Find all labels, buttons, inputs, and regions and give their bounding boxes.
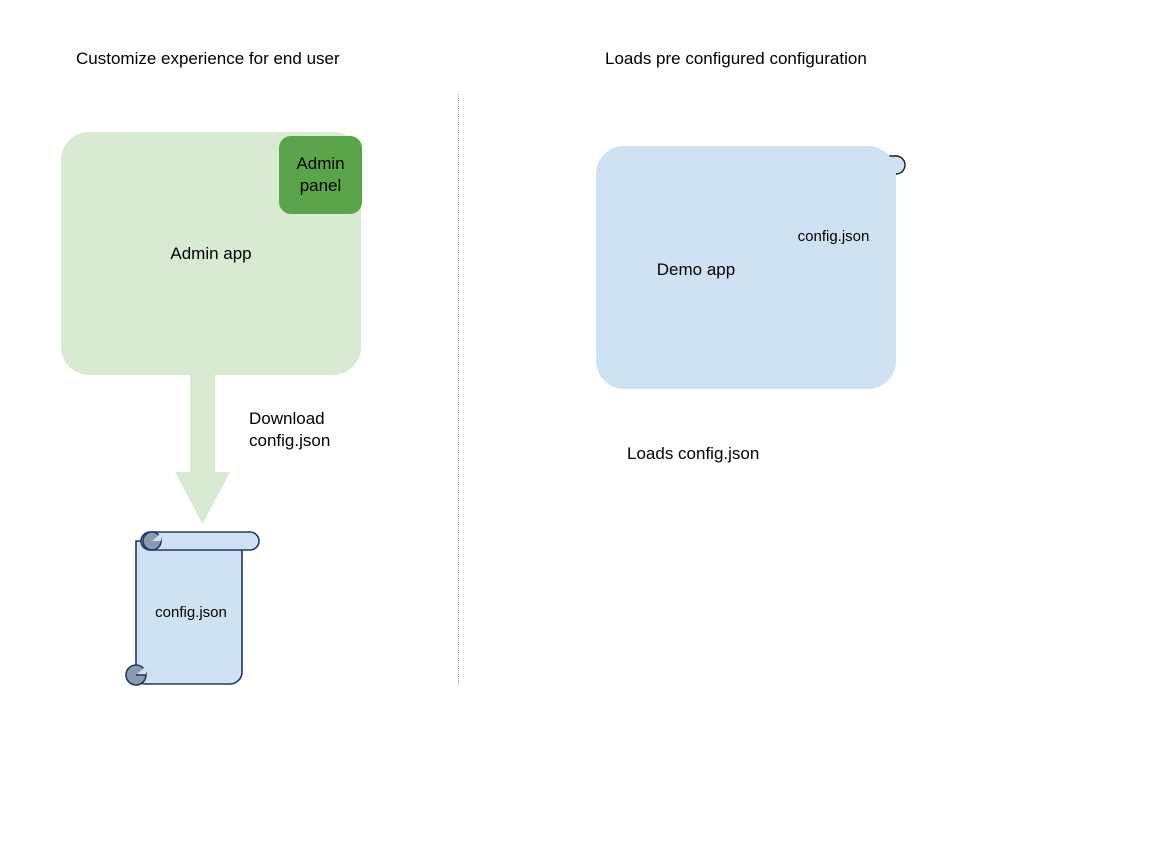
demo-app-label: Demo app (656, 260, 736, 279)
demo-app-box (596, 146, 896, 389)
admin-panel-badge-label: Admin panel (296, 154, 345, 195)
vertical-divider (458, 94, 459, 685)
admin-panel-badge[interactable]: Admin panel (279, 136, 362, 214)
download-arrow (175, 368, 230, 524)
config-json-label-left: config.json (155, 604, 227, 621)
section-title-left: Customize experience for end user (76, 49, 340, 68)
download-arrow-label: Download config.json (249, 409, 331, 450)
loads-config-note: Loads config.json (627, 444, 760, 463)
config-json-scroll-left (125, 531, 260, 686)
config-json-label-right: config.json (797, 228, 870, 245)
section-title-right: Loads pre configured configuration (605, 49, 867, 68)
admin-app-label: Admin app (170, 244, 252, 263)
